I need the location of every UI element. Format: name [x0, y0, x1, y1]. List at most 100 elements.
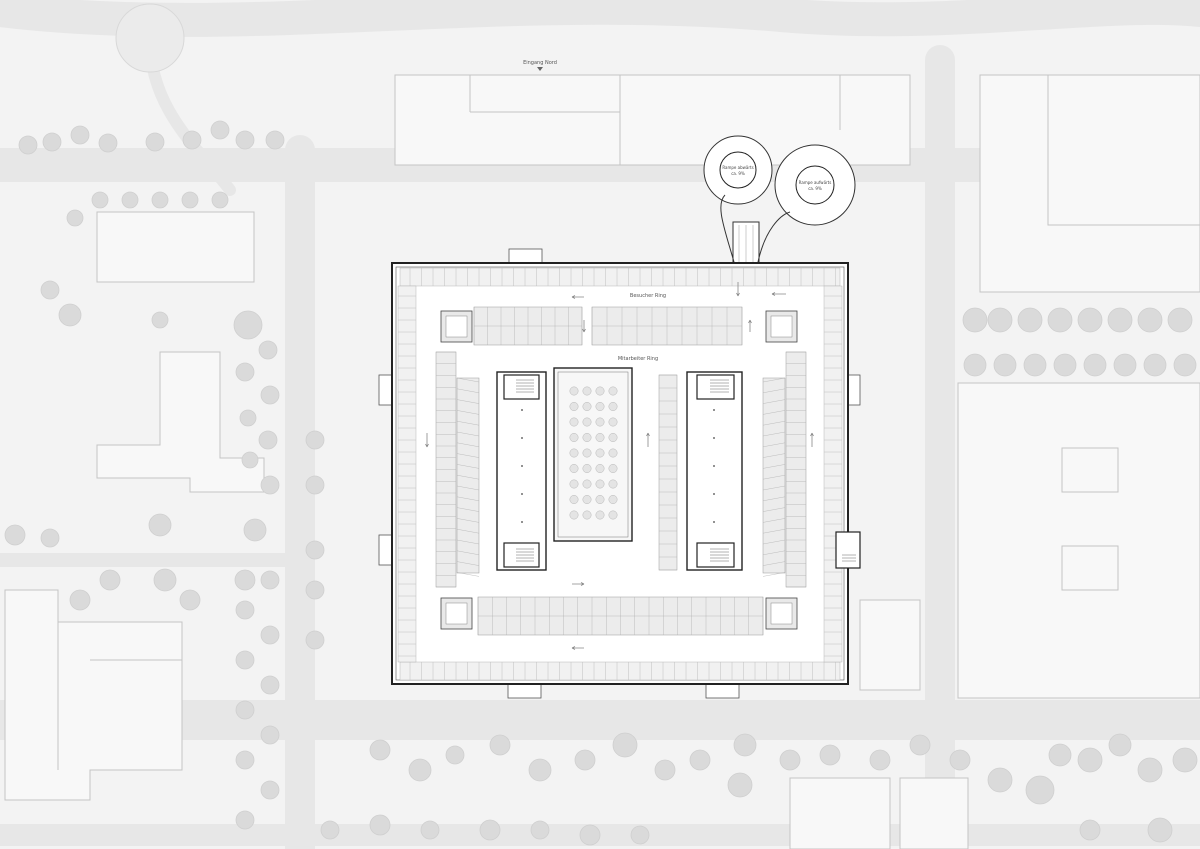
courtyard-tree: [569, 386, 579, 396]
courtyard-tree: [608, 402, 618, 411]
courtyard-tree: [595, 479, 605, 489]
parking-stall-divider: [762, 442, 786, 447]
office-columns: [521, 409, 715, 523]
courtyard-tree: [582, 448, 592, 458]
courtyard-tree: [608, 464, 618, 473]
courtyard-tree: [582, 495, 592, 504]
courtyard-tree: [608, 433, 618, 442]
courtyard-tree: [569, 417, 579, 427]
lane-arrow-icon: [571, 295, 584, 299]
courtyard: [553, 367, 633, 542]
ramp-helix: [703, 135, 856, 267]
lane-arrow-icon: [582, 320, 586, 333]
courtyard-trees: [569, 386, 618, 520]
parking-stall-divider: [456, 561, 480, 566]
parking-stall-divider: [456, 518, 480, 523]
parking-stall-divider: [456, 496, 480, 501]
parking-stall-divider: [456, 431, 480, 437]
courtyard-tree: [582, 479, 592, 489]
parking-stall-divider: [456, 399, 480, 404]
courtyard-tree: [595, 464, 605, 473]
trees: [4, 120, 1198, 846]
entrance-marker: Eingang Nord: [523, 60, 557, 71]
courtyard-tree: [595, 402, 605, 411]
building-northeast: [979, 74, 1200, 293]
courtyard-tree: [582, 464, 592, 473]
office-west: [496, 371, 547, 571]
courtyard-tree: [569, 495, 579, 504]
ramp-down-grade: ca. 9%: [731, 171, 745, 176]
lane-arrow-icon: [571, 646, 584, 650]
parking-stall-divider: [762, 377, 786, 383]
parking-stall-divider: [456, 572, 480, 577]
courtyard-tree: [595, 386, 605, 396]
visitor-ring-label: Besucher Ring: [630, 293, 666, 299]
courtyard-tree: [569, 510, 579, 520]
courtyard-tree: [608, 417, 618, 427]
parking-stall-divider: [762, 485, 786, 491]
parking-stall-divider: [762, 529, 786, 534]
courtyard-tree: [569, 433, 579, 442]
parking-stall-divider: [456, 550, 480, 555]
ramp-up-grade: ca. 9%: [808, 186, 822, 191]
inner-parking-dividers: [436, 307, 806, 635]
courtyard-tree: [582, 510, 592, 520]
parking-stall-divider: [456, 464, 480, 469]
building-south-1: [789, 777, 891, 849]
courtyard-tree: [595, 433, 605, 442]
bay-center-left: [658, 374, 678, 571]
stair-tower-east: [835, 531, 861, 569]
ramp-up-label: Rampe aufwärts: [799, 180, 832, 185]
parking-stall-divider: [456, 453, 480, 458]
ramp-down-label: Rampe abwärts: [722, 165, 753, 170]
courtyard-tree: [569, 402, 579, 411]
entrance-arrow-icon: [537, 67, 543, 71]
lane-arrow-icon: [572, 582, 585, 586]
parking-stall-divider: [762, 388, 786, 393]
courtyard-tree: [608, 479, 618, 489]
parking-stall-divider: [762, 539, 786, 545]
parking-stall-divider: [456, 442, 480, 447]
parking-stall-divider: [456, 475, 480, 480]
parking-garage: Besucher Ring Mitarbeiter Ring: [391, 262, 861, 685]
courtyard-tree: [608, 448, 618, 458]
ramp-down-core: [719, 151, 757, 189]
staff-ring-label: Mitarbeiter Ring: [618, 356, 658, 362]
tree-row-east: [962, 307, 1197, 377]
road-north-curve: [0, 0, 1200, 37]
office-east: [686, 371, 743, 571]
courtyard-tree: [582, 402, 592, 411]
lane-arrow-icon: [736, 282, 740, 297]
courtyard-tree: [595, 510, 605, 520]
building-west-1: [96, 211, 255, 283]
parking-stall-divider: [762, 507, 786, 512]
parking-stall-divider: [762, 464, 786, 469]
parking-stall-divider: [762, 572, 786, 577]
parking-stall-divider: [456, 421, 480, 426]
parking-stall-divider: [456, 377, 480, 383]
parking-stall-divider: [456, 410, 480, 415]
office-volumes: [496, 367, 743, 571]
corner-core-interiors: [445, 315, 793, 625]
parking-stall-divider: [762, 496, 786, 501]
courtyard-tree: [595, 495, 605, 504]
lane-arrows: [425, 282, 814, 650]
parking-stall-divider: [762, 431, 786, 437]
lane-arrow-icon: [646, 432, 650, 447]
parking-stall-divider: [456, 388, 480, 393]
ramp-up-core: [795, 165, 835, 205]
parking-stall-divider: [762, 421, 786, 426]
parking-stall-divider: [762, 453, 786, 458]
parking-stall-divider: [456, 507, 480, 512]
office-core-stairs: [516, 379, 729, 562]
courtyard-tree: [569, 464, 579, 473]
building-south-2: [899, 777, 969, 849]
parking-stall-divider: [762, 399, 786, 404]
bay-west-angled: [456, 377, 480, 574]
parking-stall-divider: [762, 550, 786, 555]
building-west-2: [96, 351, 265, 493]
parking-stall-divider: [456, 529, 480, 534]
parking-stall-divider: [762, 410, 786, 415]
stair-tower-steps: [842, 554, 856, 562]
